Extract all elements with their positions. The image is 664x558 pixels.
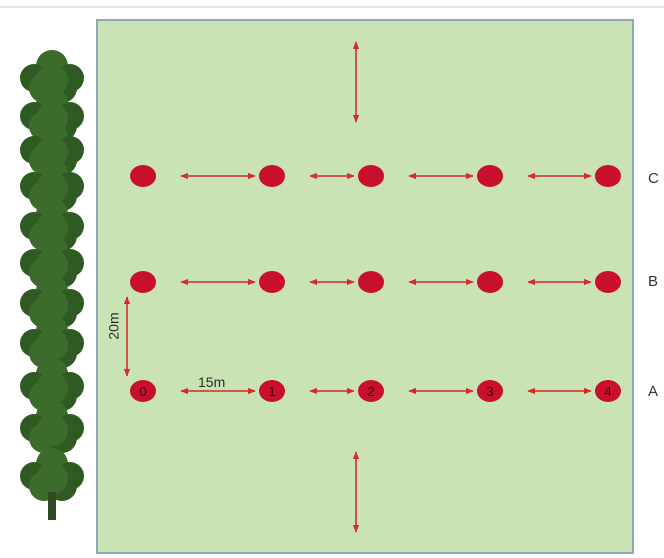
sampling-point bbox=[595, 271, 621, 293]
tree-icon bbox=[20, 315, 84, 368]
sampling-point bbox=[130, 271, 156, 293]
vertical-distance-label: 20m bbox=[105, 312, 122, 340]
sampling-point: 4 bbox=[595, 380, 621, 402]
tree-icon bbox=[20, 400, 84, 453]
sampling-point bbox=[259, 165, 285, 187]
point-number-label: 0 bbox=[139, 384, 146, 399]
top-divider bbox=[0, 6, 664, 8]
sampling-point bbox=[477, 271, 503, 293]
sampling-point bbox=[358, 271, 384, 293]
sampling-point: 2 bbox=[358, 380, 384, 402]
sampling-point bbox=[477, 165, 503, 187]
point-number-label: 4 bbox=[604, 384, 611, 399]
sampling-point: 1 bbox=[259, 380, 285, 402]
tree-trunk bbox=[48, 492, 56, 520]
point-number-label: 2 bbox=[367, 384, 374, 399]
arrows-group bbox=[123, 41, 592, 533]
row-label-b: B bbox=[648, 273, 659, 290]
tree-icon bbox=[20, 198, 84, 251]
tree-icon bbox=[20, 358, 84, 411]
horizontal-distance-label: 15m bbox=[198, 374, 226, 390]
point-number-label: 3 bbox=[486, 384, 493, 399]
sampling-point bbox=[259, 271, 285, 293]
row-label-a: A bbox=[648, 383, 659, 400]
sampling-point bbox=[595, 165, 621, 187]
row-label-c: C bbox=[648, 170, 659, 187]
tree-line bbox=[20, 50, 84, 520]
points-group: 0 1 2 3 4 bbox=[130, 165, 621, 402]
sampling-point: 0 bbox=[130, 380, 156, 402]
sampling-point bbox=[130, 165, 156, 187]
sampling-point bbox=[358, 165, 384, 187]
point-number-label: 1 bbox=[268, 384, 275, 399]
sampling-point: 3 bbox=[477, 380, 503, 402]
